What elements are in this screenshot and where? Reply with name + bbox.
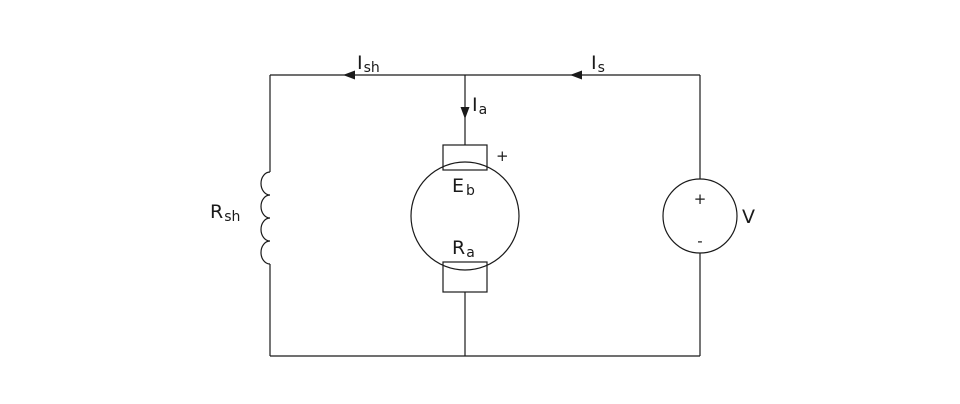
supply-voltage-label: V bbox=[742, 206, 755, 228]
armature-plus-sign: + bbox=[496, 147, 509, 165]
armature-current-arrow-icon bbox=[460, 107, 470, 119]
shunt-resistance-label: Rsh bbox=[210, 201, 240, 225]
shunt-current-label: Ish bbox=[357, 52, 380, 76]
shunt-current-arrow-icon bbox=[343, 70, 355, 80]
armature-current-label: Ia bbox=[472, 94, 487, 118]
armature-resistance-label: Ra bbox=[452, 237, 475, 261]
brush-bottom bbox=[442, 261, 488, 293]
source-plus-sign: + bbox=[694, 190, 707, 208]
source-minus-sign: - bbox=[697, 232, 702, 250]
brush-top bbox=[442, 144, 488, 171]
supply-current-label: Is bbox=[591, 52, 605, 76]
shunt-field-coil bbox=[260, 171, 271, 265]
shunt-field-branch bbox=[260, 75, 271, 356]
armature-circle bbox=[410, 161, 520, 271]
source-branch bbox=[662, 75, 738, 356]
supply-current-arrow-icon bbox=[570, 70, 582, 80]
